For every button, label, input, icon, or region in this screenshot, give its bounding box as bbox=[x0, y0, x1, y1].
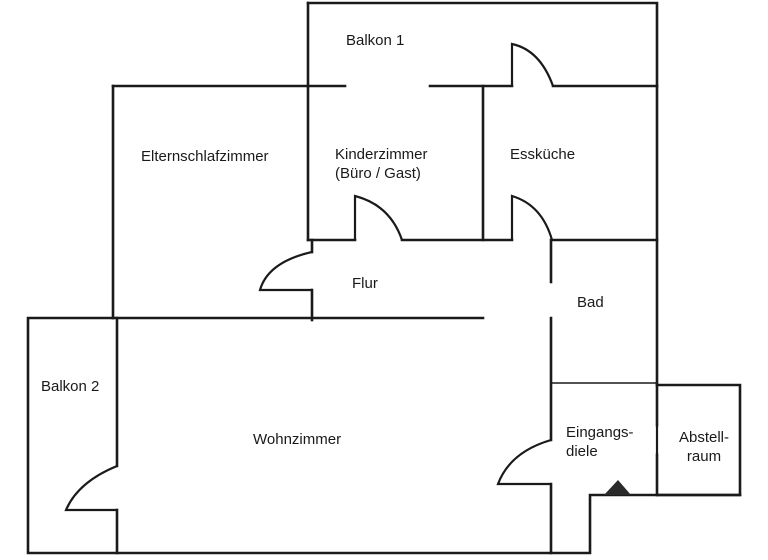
room-label-eingangsdiele-sub: diele bbox=[566, 443, 598, 460]
interior-walls bbox=[115, 84, 659, 555]
room-label-abstellraum-sub: raum bbox=[686, 448, 722, 465]
entrance-triangle-icon bbox=[604, 480, 631, 495]
room-label-abstellraum: Abstell- bbox=[678, 429, 730, 446]
door-swings bbox=[64, 42, 659, 512]
door-balkon2 bbox=[64, 464, 118, 512]
door-eingangsdiele bbox=[496, 438, 552, 486]
room-label-bad: Bad bbox=[577, 294, 604, 311]
room-label-kinderzimmer: Kinderzimmer bbox=[335, 146, 428, 163]
room-label-flur: Flur bbox=[352, 275, 378, 292]
door-esskueche bbox=[510, 194, 554, 241]
room-label-esskueche: Essküche bbox=[510, 146, 576, 163]
door-kinderzimmer bbox=[353, 194, 404, 241]
room-label-eingangsdiele: Eingangs- bbox=[566, 424, 634, 441]
room-label-balkon-1: Balkon 1 bbox=[346, 32, 405, 49]
door-balkon1 bbox=[510, 42, 555, 87]
room-label-wohnzimmer: Wohnzimmer bbox=[253, 431, 342, 448]
room-label-kinderzimmer-sub: (Büro / Gast) bbox=[335, 165, 421, 182]
door-flur bbox=[258, 250, 313, 292]
room-label-elternschlafzimmer: Elternschlafzimmer bbox=[141, 148, 269, 165]
room-label-balkon-2: Balkon 2 bbox=[41, 378, 100, 395]
balkon-1-walls bbox=[306, 1, 659, 88]
